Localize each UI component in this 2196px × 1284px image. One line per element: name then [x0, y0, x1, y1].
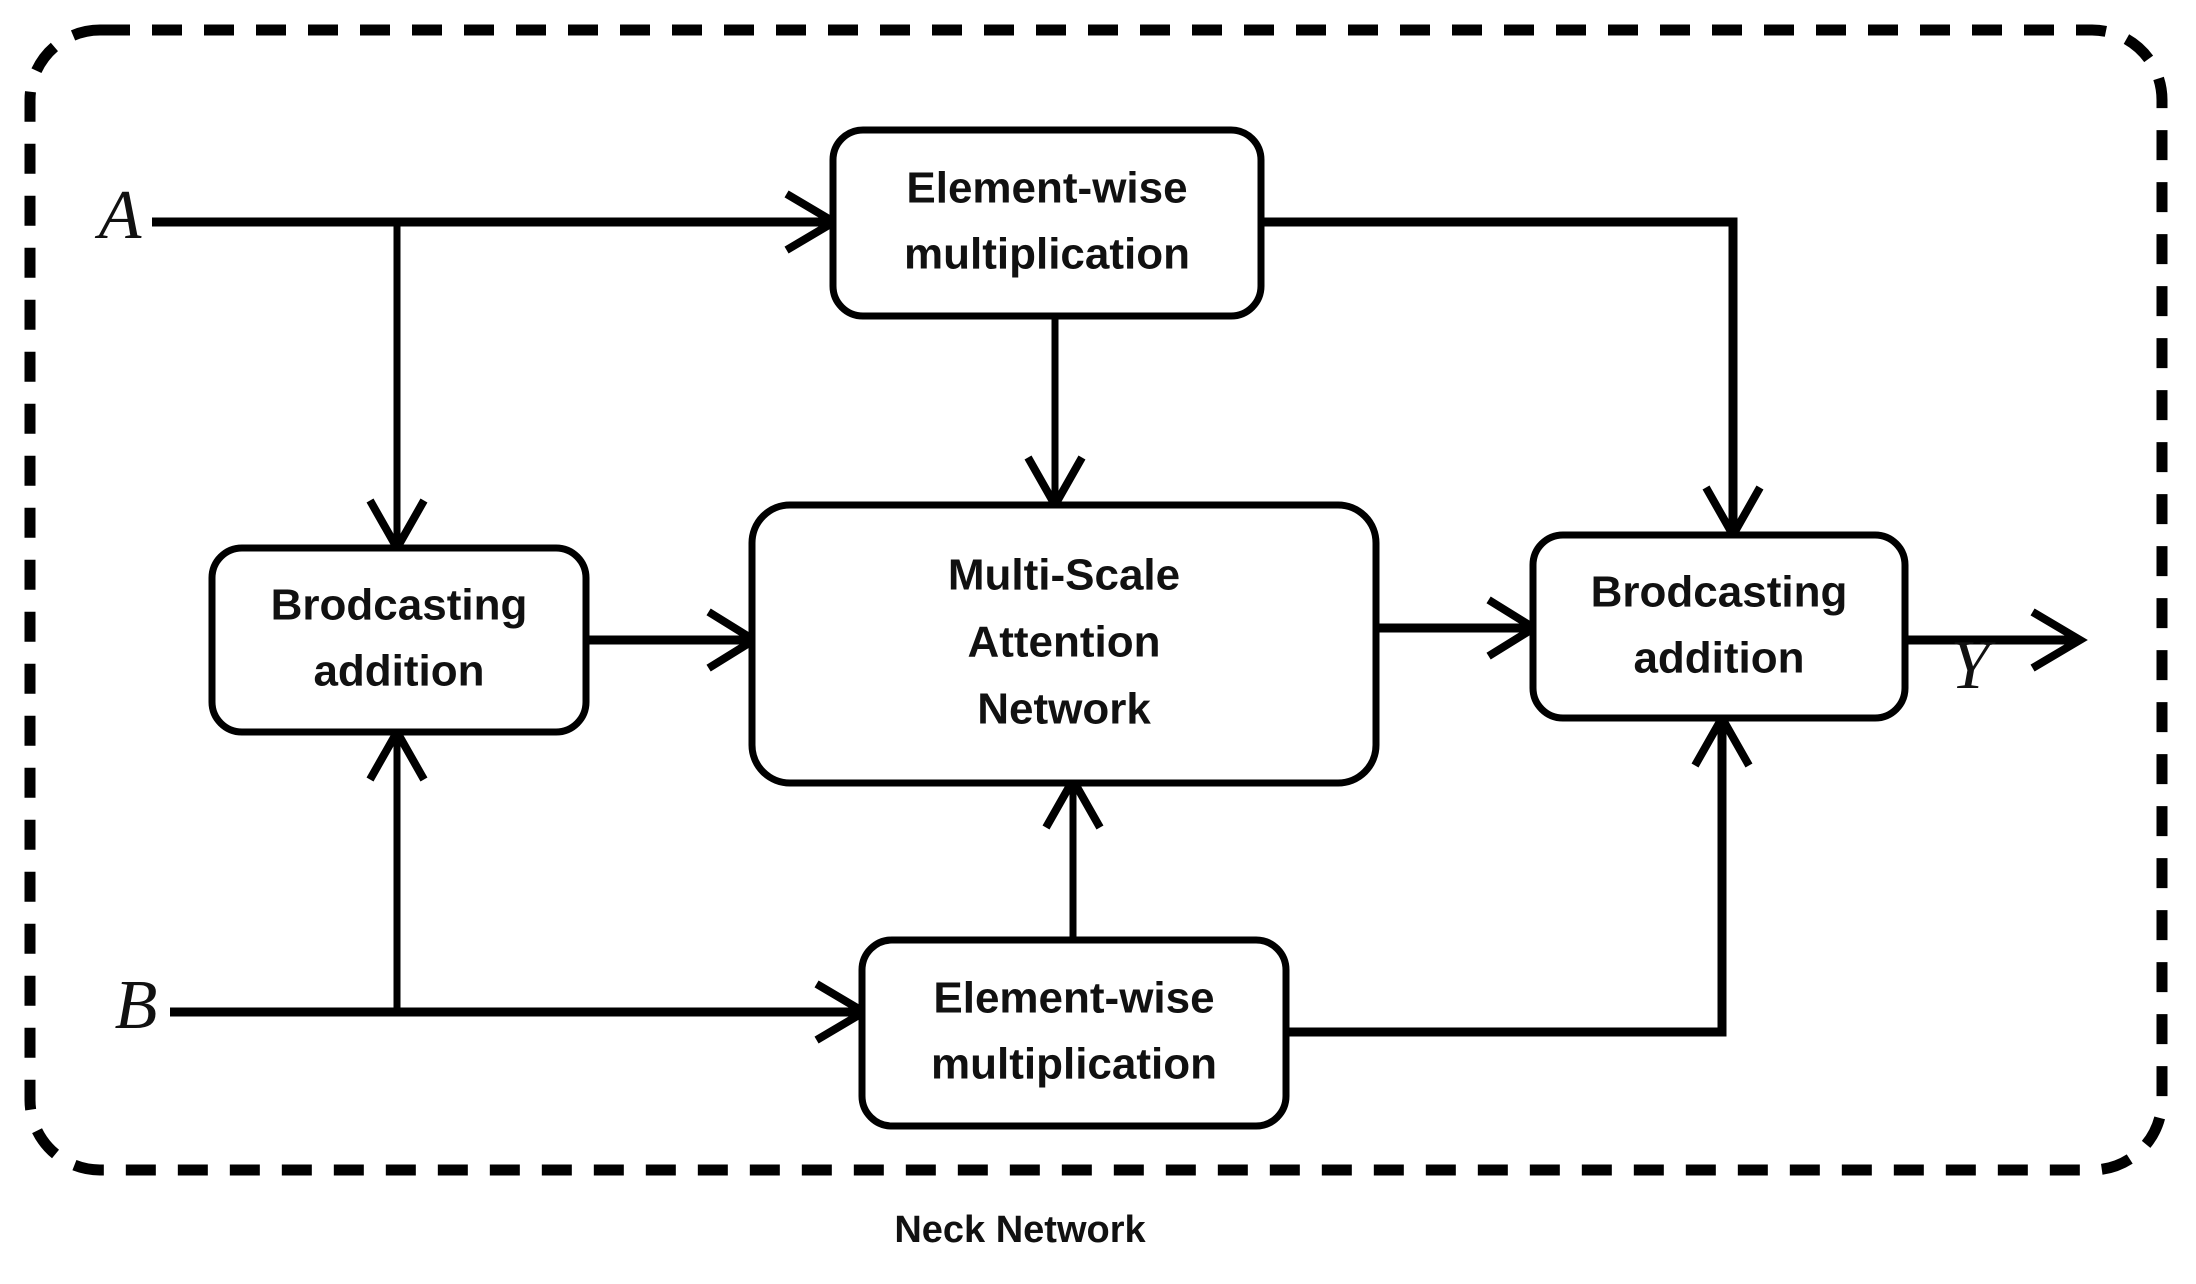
- edge-mul-top-to-add-right: [1260, 217, 1764, 544]
- node-box[interactable]: [829, 126, 1265, 320]
- edge-mul-bottom-to-msan: [1042, 771, 1104, 938]
- node-box[interactable]: [1529, 531, 1909, 722]
- edge-b-to-mul-bottom: [170, 980, 872, 1044]
- node-label-line2: multiplication: [931, 1040, 1217, 1089]
- edge-msan-to-add-right: [1376, 596, 1542, 660]
- output-label-y: Y: [1951, 627, 1997, 704]
- node-box[interactable]: [858, 936, 1290, 1130]
- node-label-line1: Brodcasting: [1591, 568, 1848, 617]
- diagram-caption: Neck Network: [894, 1209, 1146, 1251]
- node-box[interactable]: [208, 544, 590, 736]
- node-box[interactable]: [748, 501, 1380, 787]
- node-label-line1: Element-wise: [933, 974, 1214, 1023]
- node-label-line2: multiplication: [904, 230, 1190, 279]
- node-label-line1: Multi-Scale: [948, 551, 1180, 600]
- input-label-a: A: [95, 177, 142, 254]
- node-label-line2: Attention: [967, 618, 1160, 667]
- edge-a-to-add-left: [366, 222, 428, 557]
- input-label-b: B: [115, 967, 158, 1044]
- node-label-line2: addition: [313, 647, 484, 696]
- edge-add-left-to-msan: [586, 608, 762, 672]
- node-label-line2: addition: [1633, 634, 1804, 683]
- neck-network-container-border: [24, 24, 2168, 1176]
- node-elementwise-multiplication-top[interactable]: Element-wise multiplication: [829, 126, 1265, 320]
- node-label-line1: Element-wise: [906, 164, 1187, 213]
- node-label-line1: Brodcasting: [271, 581, 528, 630]
- node-broadcasting-addition-left[interactable]: Brodcasting addition: [208, 544, 590, 736]
- edge-a-to-mul-top: [152, 190, 842, 254]
- node-broadcasting-addition-right[interactable]: Brodcasting addition: [1529, 531, 1909, 722]
- node-label-line3: Network: [977, 685, 1151, 734]
- edge-mul-top-to-msan: [1024, 316, 1086, 514]
- edge-b-to-add-left: [366, 723, 428, 1012]
- node-elementwise-multiplication-bottom[interactable]: Element-wise multiplication: [858, 936, 1290, 1130]
- node-multi-scale-attention-network[interactable]: Multi-Scale Attention Network: [748, 501, 1380, 787]
- edge-add-right-to-y: [1905, 608, 2088, 672]
